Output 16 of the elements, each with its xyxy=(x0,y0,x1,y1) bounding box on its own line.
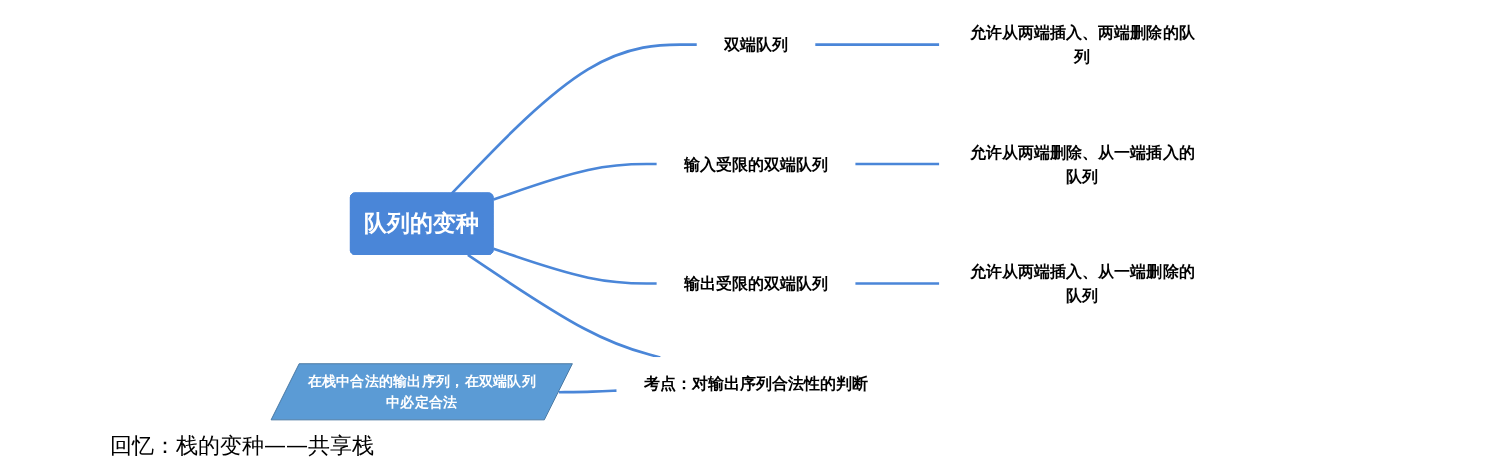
connector xyxy=(814,43,940,46)
connector xyxy=(854,162,940,166)
connector xyxy=(493,247,658,285)
connector xyxy=(854,282,940,285)
node-text: 输入受限的双端队列 xyxy=(683,154,829,174)
note-text: 回忆：栈的变种——共享栈 xyxy=(109,432,375,460)
node-text: 允许从两端插入、两端删除的队列 xyxy=(969,23,1195,66)
connector xyxy=(467,253,661,359)
node-text: 允许从两端删除、从一端插入的队列 xyxy=(969,142,1195,186)
connector xyxy=(558,389,618,394)
node-text: 允许从两端插入、从一端删除的队列 xyxy=(969,262,1195,305)
node-text: 输出受限的双端队列 xyxy=(683,274,829,293)
node-text: 考点：对输出序列合法性的判断 xyxy=(643,373,869,393)
connector xyxy=(493,162,658,201)
node-text: 双端队列 xyxy=(723,35,789,54)
connector xyxy=(450,43,698,195)
